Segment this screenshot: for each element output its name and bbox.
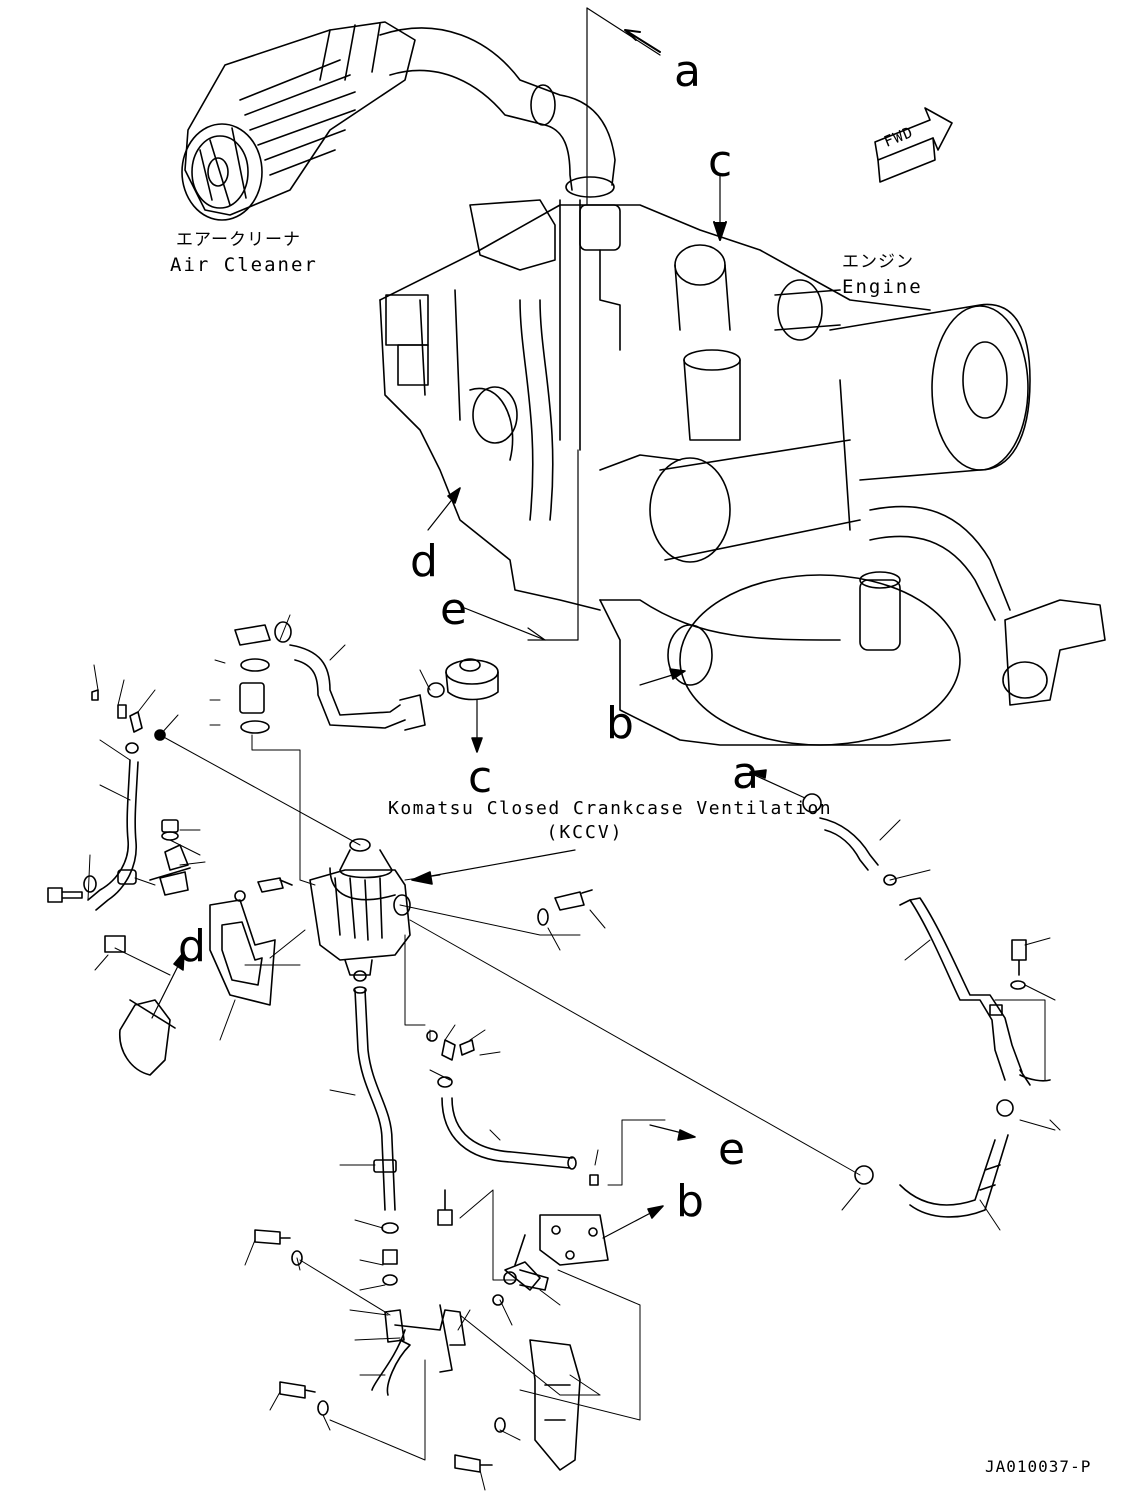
engine-label-en: Engine: [842, 276, 923, 298]
ref-e-low: e: [718, 1124, 746, 1175]
fwd-arrow: [874, 107, 953, 183]
right-hose-assembly: [802, 793, 1056, 1218]
engine-drawing: [379, 199, 1106, 746]
center-tube-assembly: [353, 970, 696, 1286]
left-tube-assembly: [47, 689, 361, 1076]
ref-a-mid: a: [732, 748, 759, 799]
ref-c-top: c: [708, 136, 733, 187]
ref-c-mid: c: [468, 752, 493, 803]
ref-b-low: b: [676, 1176, 704, 1227]
air-cleaner-label-en: Air Cleaner: [170, 254, 318, 276]
air-cleaner-drawing: [181, 21, 616, 221]
ref-d-top: d: [410, 536, 438, 587]
air-cleaner-label-jp: エアークリーナ: [176, 230, 301, 250]
engine-label-jp: エンジン: [842, 252, 914, 272]
kccv-unit: [309, 838, 861, 1176]
kccv-label-line2: (KCCV): [546, 822, 624, 843]
kccv-label-line1: Komatsu Closed Crankcase Ventilation: [388, 798, 833, 819]
ref-d-mid: d: [178, 921, 206, 972]
callout-leaders: [87, 614, 1061, 1491]
ref-a-top: a: [674, 46, 701, 97]
ref-b-top: b: [606, 698, 634, 749]
drawing-number: JA010037-P: [985, 1457, 1092, 1476]
lower-fitting-assembly: [254, 1189, 641, 1473]
ref-e-top: e: [440, 584, 468, 635]
kccv-hose-assembly: [234, 621, 499, 881]
bracket-plate: [209, 877, 316, 1006]
